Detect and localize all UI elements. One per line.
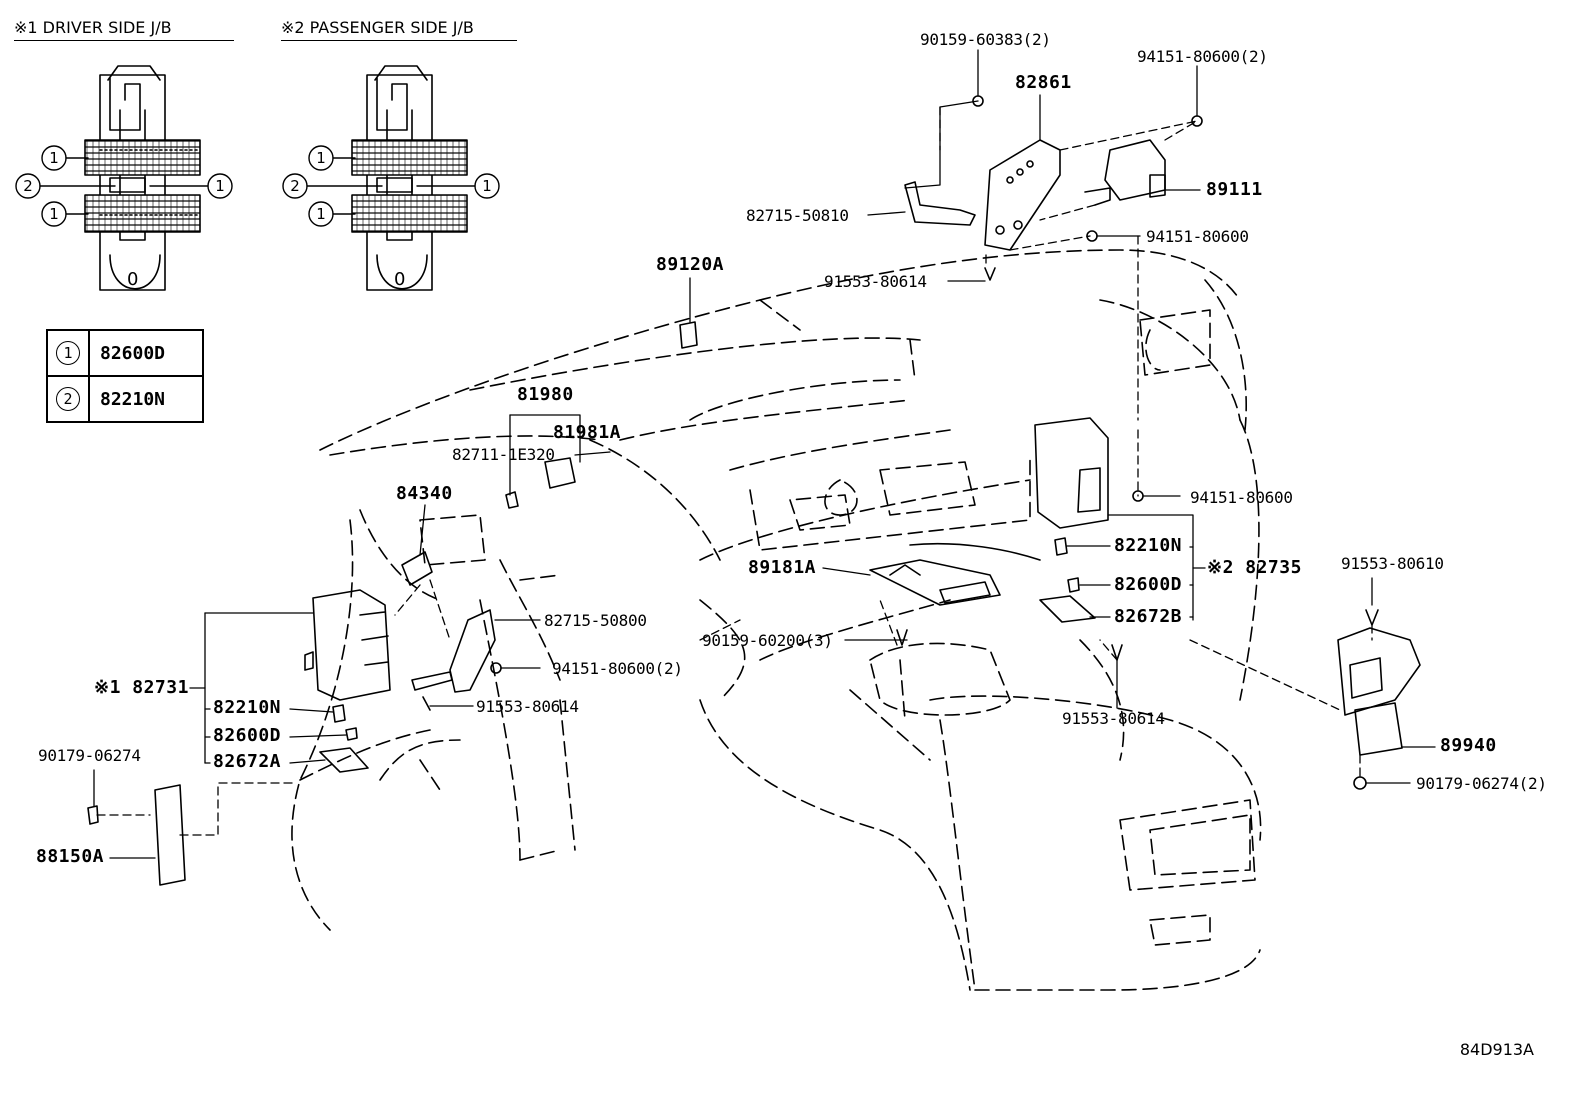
part-label: 84340 bbox=[396, 483, 453, 504]
part-label: 91553-80614 bbox=[476, 697, 579, 716]
passenger-jb-drawing: 0 bbox=[351, 65, 468, 291]
svg-text:1: 1 bbox=[49, 205, 59, 223]
part-label: ※2 82735 bbox=[1207, 557, 1302, 578]
part-label: 81981A bbox=[553, 422, 622, 443]
part-label: 94151-80600 bbox=[1146, 227, 1249, 246]
svg-text:1: 1 bbox=[482, 177, 492, 195]
legend-part: 82600D bbox=[88, 329, 204, 377]
svg-text:1: 1 bbox=[316, 149, 326, 167]
svg-text:0: 0 bbox=[394, 269, 405, 290]
part-label: 82672A bbox=[213, 751, 282, 772]
part-label: 90159-60200(3) bbox=[702, 631, 833, 650]
svg-text:1: 1 bbox=[49, 149, 59, 167]
part-label: ※1 82731 bbox=[94, 677, 189, 698]
legend-mark: 2 bbox=[56, 387, 80, 411]
part-label: 82210N bbox=[213, 697, 282, 718]
part-label: 82715-50810 bbox=[746, 206, 849, 225]
part-label: 88150A bbox=[36, 846, 105, 867]
part-label: 89940 bbox=[1440, 735, 1497, 756]
legend-row: 1 82600D bbox=[46, 329, 204, 377]
part-label: 82672B bbox=[1114, 606, 1183, 627]
part-label: 82600D bbox=[213, 725, 282, 746]
svg-text:1: 1 bbox=[215, 177, 225, 195]
legend-mark: 1 bbox=[56, 341, 80, 365]
part-label: 91553-80614 bbox=[1062, 709, 1165, 728]
legend-row: 2 82210N bbox=[46, 375, 204, 423]
part-label: 90179-06274(2) bbox=[1416, 774, 1547, 793]
svg-text:1: 1 bbox=[316, 205, 326, 223]
part-label: 94151-80600(2) bbox=[552, 659, 683, 678]
part-label: 91553-80614 bbox=[824, 272, 927, 291]
part-label: 82210N bbox=[1114, 535, 1183, 556]
driver-jb-drawing: 0 bbox=[84, 65, 201, 291]
part-label: 81980 bbox=[517, 384, 574, 405]
part-label: 91553-80610 bbox=[1341, 554, 1444, 573]
legend-table: 1 82600D 2 82210N bbox=[46, 329, 204, 423]
svg-text:2: 2 bbox=[290, 177, 300, 195]
legend-part: 82210N bbox=[88, 375, 204, 423]
dashboard-outline bbox=[291, 249, 1262, 991]
part-label: 82861 bbox=[1015, 72, 1072, 93]
part-label: 82711-1E320 bbox=[452, 445, 555, 464]
part-label: 90159-60383(2) bbox=[920, 30, 1051, 49]
drawing-code: 84D913A bbox=[1459, 1040, 1534, 1059]
part-label: 82715-50800 bbox=[544, 611, 647, 630]
passenger-jb-header: ※2 PASSENGER SIDE J/B bbox=[281, 18, 517, 41]
part-label: 90179-06274 bbox=[38, 746, 141, 765]
svg-text:0: 0 bbox=[127, 269, 138, 290]
svg-text:2: 2 bbox=[23, 177, 33, 195]
part-label: 89111 bbox=[1206, 179, 1263, 200]
part-label: 82600D bbox=[1114, 574, 1183, 595]
driver-jb-header: ※1 DRIVER SIDE J/B bbox=[14, 18, 234, 41]
part-label: 89120A bbox=[656, 254, 725, 275]
part-label: 94151-80600(2) bbox=[1137, 47, 1268, 66]
part-label: 94151-80600 bbox=[1190, 488, 1293, 507]
part-label: 89181A bbox=[748, 557, 817, 578]
